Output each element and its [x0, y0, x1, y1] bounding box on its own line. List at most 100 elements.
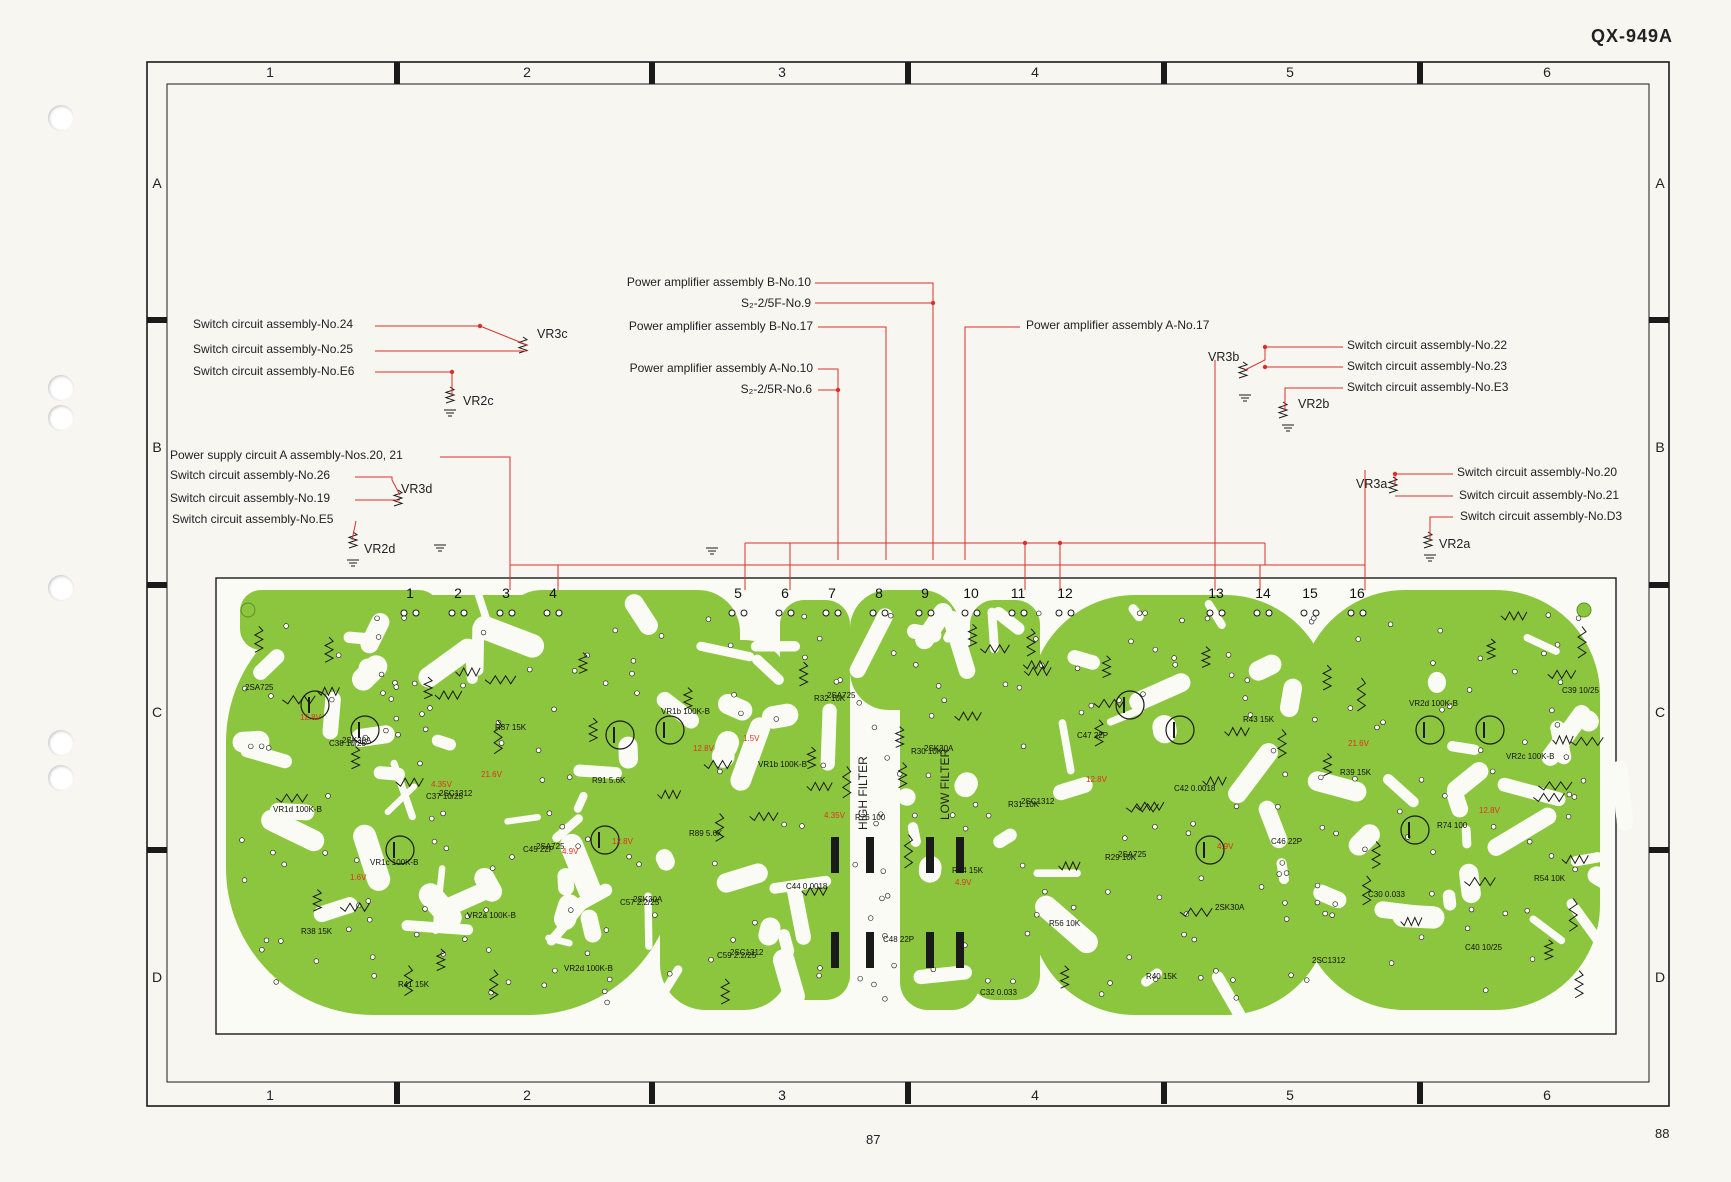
- resistor-symbol: [703, 759, 733, 770]
- trace-gap: [358, 658, 378, 678]
- resistor-symbol: [253, 625, 264, 653]
- solder-pad: [1122, 835, 1128, 841]
- solder-pad: [539, 777, 546, 783]
- solder-pad: [1557, 679, 1564, 685]
- resistor-symbol: [806, 746, 817, 770]
- center-connection-label: Power amplifier assembly A-No.10: [630, 361, 814, 375]
- right-connection-label: Switch circuit assembly-No.22: [1347, 338, 1507, 352]
- solder-pad: [1580, 778, 1587, 784]
- solder-pad: [283, 623, 289, 629]
- solder-pad: [1374, 724, 1380, 731]
- trace-gap: [1459, 863, 1481, 904]
- part-label: C46 22P: [1271, 837, 1302, 846]
- resistor-symbol: [316, 686, 340, 697]
- solder-pad: [781, 821, 787, 828]
- trace-gap: [580, 909, 602, 943]
- part-label: R31 10K: [1008, 800, 1040, 809]
- grid-tick: [1649, 582, 1669, 588]
- solder-pad: [568, 907, 574, 913]
- solder-pad: [730, 937, 736, 943]
- solder-pad: [1098, 991, 1105, 997]
- solder-pad: [602, 988, 608, 995]
- terminal-pad: [1312, 609, 1320, 617]
- solder-pad: [891, 962, 897, 969]
- solder-pad: [1019, 862, 1026, 869]
- grid-column-label: 3: [778, 64, 786, 80]
- solder-pad: [1529, 956, 1536, 962]
- voltage-label: 4.9V: [955, 878, 972, 887]
- wire-junction: [1262, 344, 1268, 350]
- grid-row-label: B: [1655, 439, 1664, 455]
- terminal-pad: [496, 609, 504, 617]
- terminal-number: 13: [1208, 585, 1224, 601]
- trace-gap: [472, 582, 495, 636]
- part-label: R89 5.6K: [689, 829, 723, 838]
- grid-tick: [147, 582, 167, 588]
- page-number-right: 88: [1655, 1126, 1670, 1141]
- part-label: VR2c 100K-B: [1506, 752, 1554, 761]
- trace-gap: [987, 607, 999, 654]
- terminal-pad: [881, 609, 889, 617]
- wire: [818, 326, 887, 560]
- solder-pad: [242, 685, 248, 692]
- solder-pad: [585, 836, 591, 842]
- trace-gap: [418, 883, 462, 930]
- wire: [815, 282, 934, 560]
- terminal-number: 1: [406, 585, 414, 601]
- solder-pad: [1181, 931, 1187, 938]
- trace-gap: [1035, 895, 1098, 954]
- solder-pad: [1418, 777, 1425, 783]
- terminal-pad: [1359, 609, 1367, 617]
- resistor-symbol: [1552, 734, 1574, 746]
- terminal-number: 14: [1255, 585, 1271, 601]
- solder-pad: [375, 634, 382, 640]
- solder-pad: [371, 973, 377, 979]
- trace-gap: [993, 828, 1017, 849]
- right-connection-label: Switch circuit assembly-No.20: [1457, 465, 1617, 479]
- solder-pad: [369, 954, 376, 960]
- solder-pad: [985, 978, 991, 984]
- solder-pad: [712, 860, 718, 867]
- solder-pad: [891, 650, 897, 656]
- mounting-hole: [1576, 602, 1592, 618]
- resistor-symbol: [1371, 841, 1382, 869]
- resistor-symbol: [806, 781, 833, 792]
- trace-gap: [717, 693, 753, 721]
- solder-pad: [559, 823, 565, 830]
- solder-pad: [801, 613, 807, 620]
- transistor-symbol: [385, 835, 415, 865]
- part-label: 2SK30A: [1215, 903, 1245, 912]
- solder-pad: [1283, 870, 1290, 876]
- part-label: C37 10/25: [426, 792, 463, 801]
- resistor-symbol: [1026, 628, 1037, 657]
- solder-pad: [941, 697, 947, 703]
- solder-pad: [1347, 705, 1354, 711]
- resistor-symbol: [275, 793, 309, 804]
- center-connection-label: Power amplifier assembly B-No.10: [627, 275, 811, 289]
- wire: [1284, 387, 1343, 410]
- solder-pad: [313, 958, 320, 964]
- solder-pad: [882, 933, 888, 939]
- grid-column-label: 4: [1031, 64, 1039, 80]
- volume-control-label: VR2d: [364, 542, 395, 556]
- resistor-symbol: [1101, 655, 1112, 679]
- solder-pad: [495, 719, 502, 726]
- solder-pad: [1312, 716, 1318, 723]
- solder-pad: [1070, 904, 1077, 911]
- solder-pad: [852, 861, 858, 868]
- part-label: R41 15K: [398, 980, 430, 989]
- solder-pad: [527, 666, 533, 673]
- part-label: C45 22P: [523, 845, 554, 854]
- terminal-pad: [1055, 609, 1063, 617]
- terminal-pad: [869, 609, 877, 617]
- trace-gap: [943, 604, 968, 643]
- solder-pad: [1429, 891, 1435, 897]
- solder-pad: [1042, 888, 1048, 895]
- solder-pad: [335, 652, 342, 658]
- part-label: R76 100: [855, 813, 886, 822]
- solder-pad: [1156, 894, 1163, 901]
- resistor-symbol: [1561, 854, 1589, 865]
